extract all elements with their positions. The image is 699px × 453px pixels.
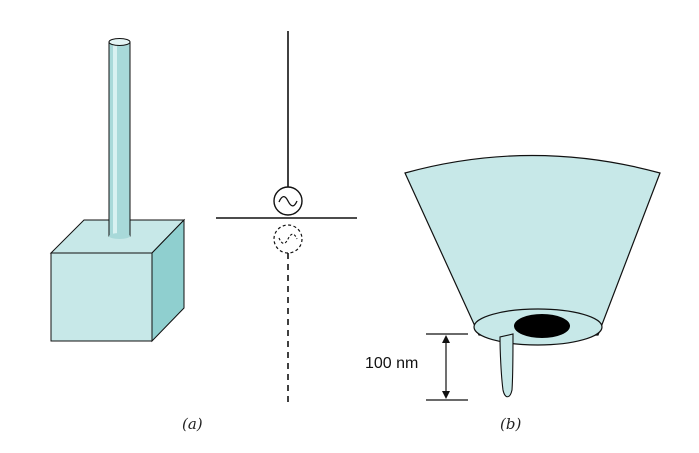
aperture-hole — [514, 314, 570, 338]
rod-bottom-cap — [109, 233, 130, 239]
rod-highlight — [113, 44, 117, 234]
sine-wave-icon — [278, 195, 298, 207]
panel-b: 100 nm — [365, 154, 661, 401]
panel-a — [49, 38, 186, 343]
cube-front-face — [50, 252, 153, 342]
rod-top-cap — [108, 38, 131, 46]
dimension-arrowhead-down-icon — [442, 391, 450, 399]
cube-base — [49, 218, 186, 343]
dimension-label: 100 nm — [365, 355, 418, 372]
panel-a-label: (a) — [182, 415, 203, 433]
dimension-indicator: 100 nm — [365, 333, 468, 401]
tip-cone — [404, 154, 661, 336]
panel-b-label: (b) — [500, 415, 521, 433]
image-sine-wave-icon — [278, 233, 298, 244]
nano-pin — [499, 333, 514, 398]
probe-rod — [108, 38, 131, 239]
rod-body — [108, 41, 131, 237]
source-schematic — [216, 31, 357, 403]
dimension-arrowhead-up-icon — [442, 335, 450, 343]
